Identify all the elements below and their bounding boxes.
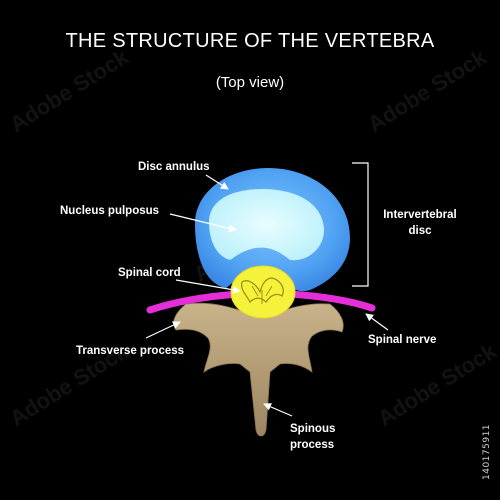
intervertebral-disc-bracket [352, 162, 369, 287]
nucleus-pulposus [209, 189, 325, 261]
pointer-spinous-process [263, 403, 293, 417]
spinal-cord-fissure [251, 285, 273, 304]
pointer-spinal-cord [175, 279, 241, 294]
label-spinal-cord: Spinal cord [118, 267, 181, 279]
spinal-cord [230, 265, 296, 319]
spinal-cord-grey-matter [240, 277, 284, 304]
diagram-title: THE STRUCTURE OF THE VERTEBRA [65, 30, 435, 52]
pointer-disc-annulus [205, 174, 229, 190]
label-transverse-process: Transverse process [76, 345, 185, 357]
pointer-spinal-nerve [365, 313, 389, 331]
label-spinous-process: Spinous process [290, 423, 336, 451]
stock-id-text: 140175911 [482, 423, 492, 480]
stock-id: 140175911 [480, 308, 494, 488]
label-nucleus-pulposus: Nucleus pulposus [60, 205, 160, 217]
label-spinal-nerve: Spinal nerve [368, 334, 437, 346]
label-disc-annulus: Disc annulus [138, 161, 210, 173]
diagram-subtitle: (Top view) [215, 74, 285, 91]
vertebral-arch [173, 302, 344, 437]
pointer-nucleus-pulposus [169, 213, 237, 233]
label-intervertebral-disc: Intervertebral disc [383, 209, 457, 237]
pointer-transverse-process [145, 321, 181, 339]
